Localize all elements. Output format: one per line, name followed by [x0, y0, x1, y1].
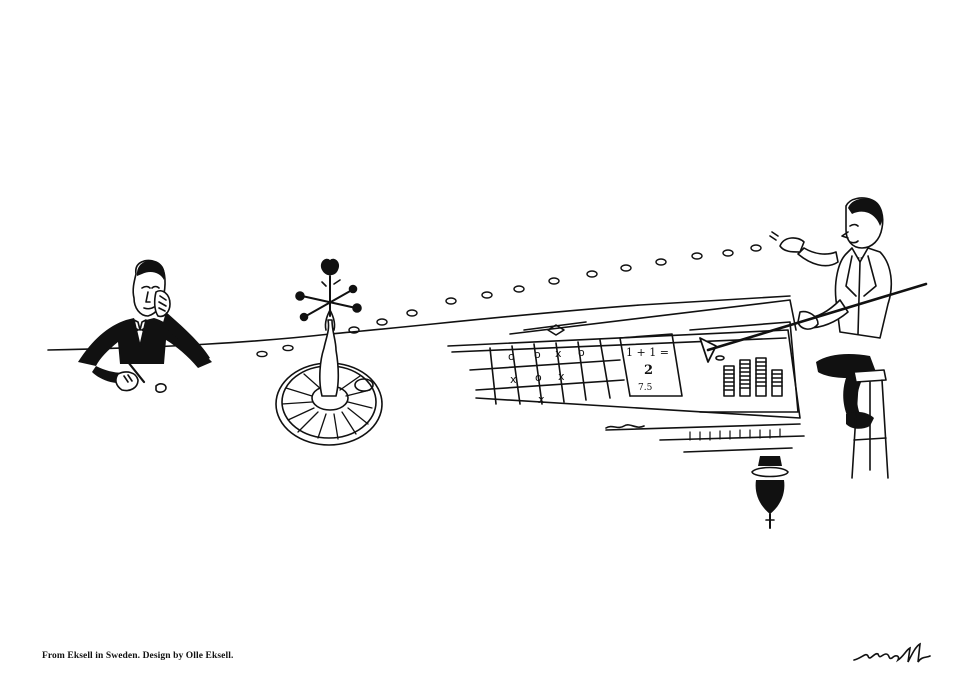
croupier-right	[706, 197, 928, 479]
artist-signature	[853, 642, 931, 663]
roulette-wheel	[275, 258, 383, 446]
chip-trail	[256, 244, 762, 358]
credit-caption: From Eksell in Sweden. Design by Olle Ek…	[42, 651, 234, 661]
roulette-table	[447, 299, 805, 529]
seated-man-left	[78, 259, 212, 393]
